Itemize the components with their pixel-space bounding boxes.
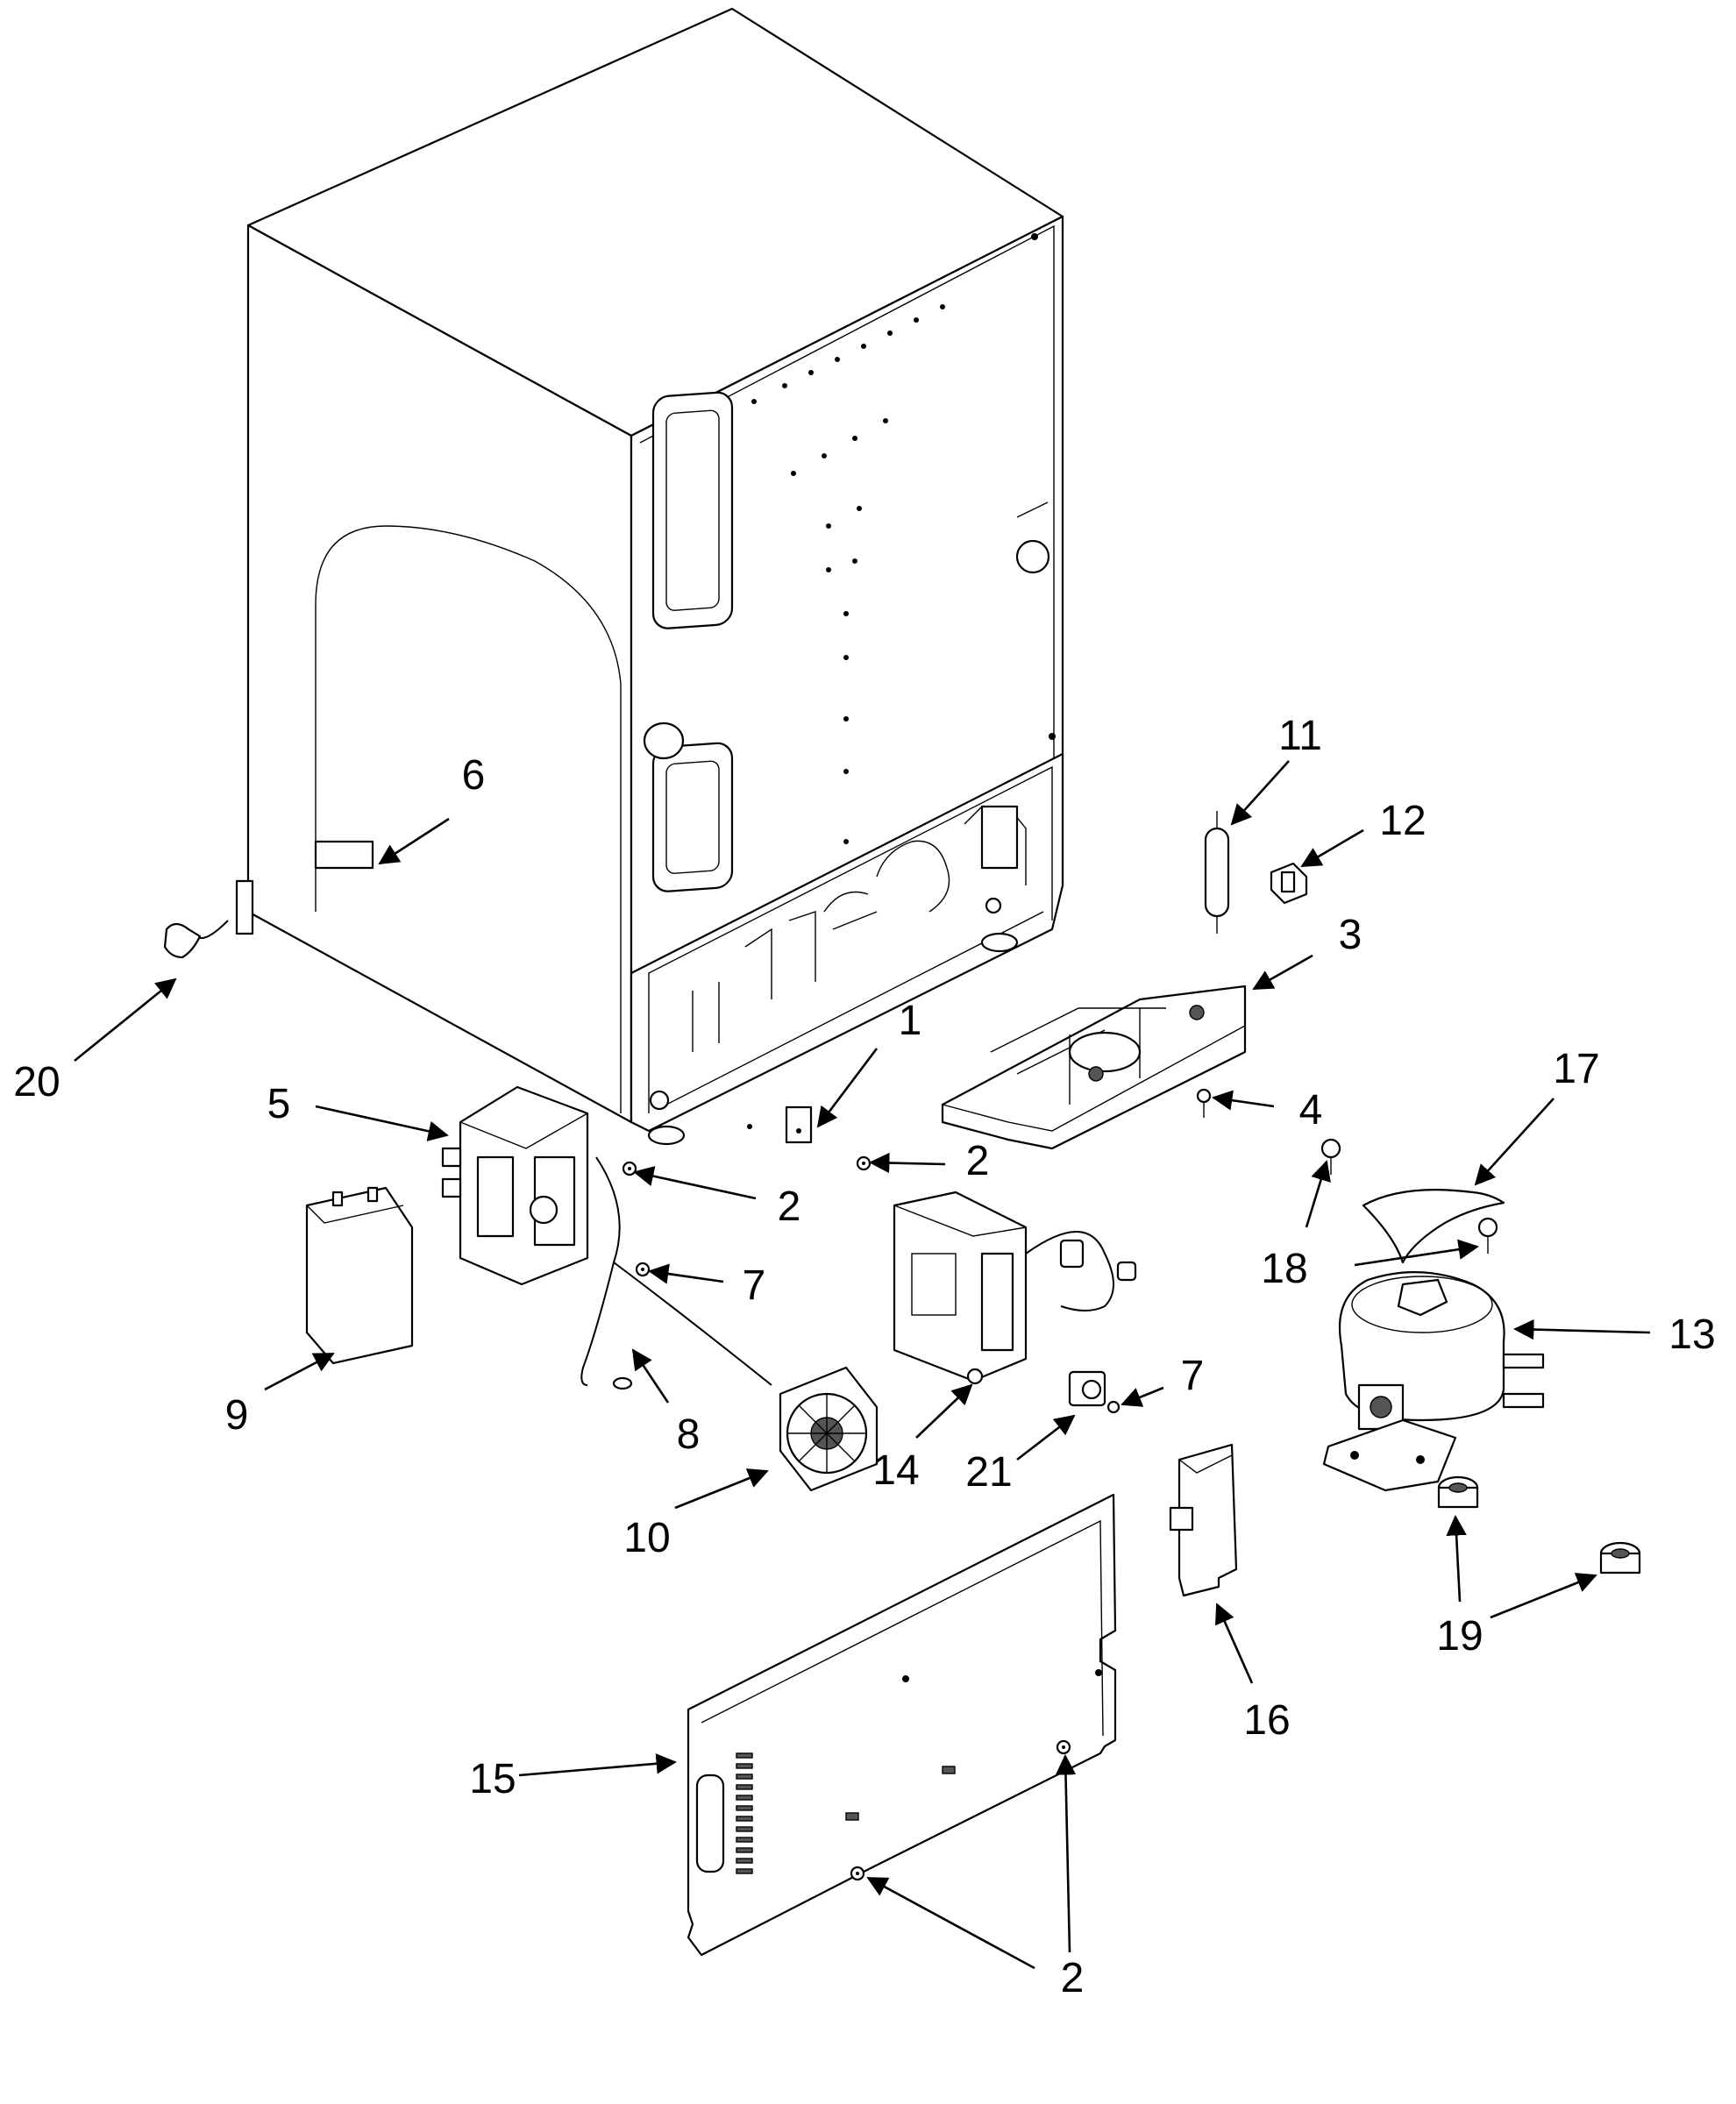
compressor-bolt-18a: [1320, 1138, 1341, 1175]
screw-2-panel-right: [1056, 1739, 1071, 1755]
condenser-fan: [779, 1366, 879, 1492]
callout-15: 15: [469, 1756, 516, 1802]
back-panel-holes: [747, 233, 1056, 1129]
compressor-insulation-pad: [1362, 1189, 1505, 1264]
leader-lines: [74, 760, 1651, 1970]
callout-14: 14: [872, 1447, 919, 1494]
callout-10: 10: [623, 1515, 670, 1561]
callout-labels: 1 2 2 2 3 4 5 6 7 7 8 9 10 11 12 13 14 1…: [13, 713, 1715, 2001]
mounting-bracket: [1169, 1443, 1238, 1597]
panel-vent-slots: [736, 1752, 753, 1874]
callout-6: 6: [462, 752, 486, 799]
defrost-drain-pan: [941, 984, 1247, 1150]
callout-12: 12: [1379, 798, 1426, 844]
callout-1: 1: [899, 998, 922, 1044]
start-relay: [1068, 1370, 1121, 1414]
callout-2: 2: [966, 1138, 990, 1184]
callout-19: 19: [1436, 1613, 1483, 1660]
compressor-grommet-a: [1437, 1475, 1479, 1509]
callout-21: 21: [965, 1449, 1012, 1496]
callout-13: 13: [1668, 1311, 1715, 1358]
compressor-bolt-18b: [1477, 1217, 1498, 1254]
callout-2: 2: [1061, 1955, 1085, 2001]
callout-20: 20: [13, 1059, 60, 1105]
callout-8: 8: [677, 1411, 701, 1458]
callout-9: 9: [225, 1392, 249, 1439]
screw-2-box: [622, 1161, 637, 1176]
rear-access-panel: [687, 1493, 1117, 1957]
callout-7: 7: [1181, 1353, 1205, 1399]
callout-17: 17: [1553, 1046, 1599, 1092]
tubing-clip: [1270, 862, 1308, 905]
screw-2-panel-left: [850, 1866, 865, 1881]
callout-16: 16: [1243, 1697, 1290, 1744]
refrigerator-cabinet: [235, 7, 1064, 1146]
control-box-cover: [305, 1186, 414, 1365]
callout-18: 18: [1261, 1246, 1307, 1292]
callout-7: 7: [743, 1262, 766, 1309]
compressor: [1322, 1271, 1545, 1492]
electrical-control-box: [441, 1085, 589, 1286]
callout-11: 11: [1278, 713, 1322, 759]
cord-strip: [314, 840, 374, 870]
filter-drier: [1204, 811, 1230, 934]
power-cord-plug: [163, 920, 229, 959]
callout-4: 4: [1299, 1087, 1323, 1134]
callout-5: 5: [267, 1081, 291, 1127]
callout-2: 2: [778, 1184, 801, 1230]
screw-4: [1196, 1088, 1212, 1118]
callout-3: 3: [1339, 912, 1362, 958]
wire-harness: [580, 1156, 772, 1390]
small-bracket: [785, 1105, 813, 1144]
screw-2-center: [856, 1155, 872, 1171]
compressor-grommet-b: [1599, 1541, 1641, 1574]
screw-7-left: [635, 1262, 651, 1277]
inverter-control-module: [893, 1191, 1137, 1385]
